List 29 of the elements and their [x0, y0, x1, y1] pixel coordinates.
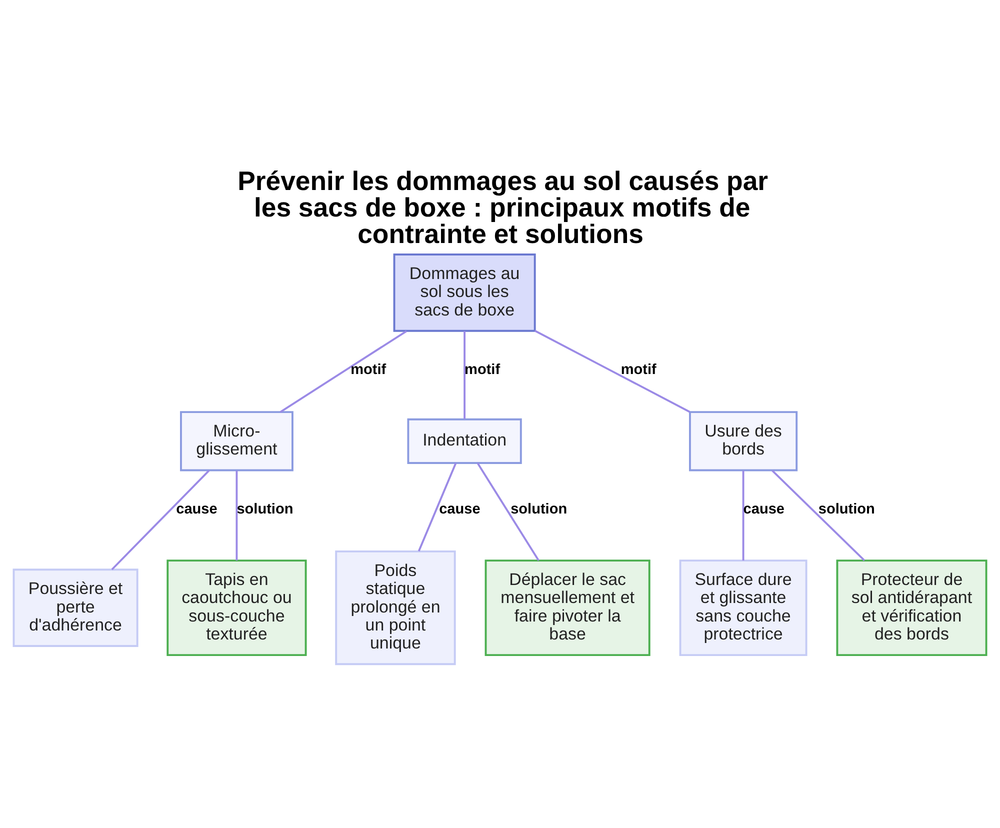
edge-label: cause — [176, 500, 218, 517]
node-box: Poids statique prolongé en un point unique — [335, 550, 456, 665]
edge-label: solution — [236, 500, 294, 517]
connector — [418, 462, 457, 551]
node-box: Micro-glissement — [180, 410, 294, 471]
edge-label: cause — [743, 500, 784, 517]
edge-label: motif — [464, 362, 500, 378]
connector — [280, 330, 407, 412]
edge-label: solution — [818, 500, 875, 517]
node-box: Surface dure et glissante sans couche protectrice — [679, 559, 808, 656]
node-box: Poussière et perte d'adhérence — [12, 568, 138, 646]
connector — [464, 330, 466, 419]
connector — [534, 329, 690, 412]
connector — [236, 470, 238, 560]
connector — [111, 469, 210, 570]
edge-label: motif — [620, 362, 656, 378]
diagram-title: Prévenir les dommages au sol causés par les sacs de boxe : principaux motifs de contrainte et solutions — [238, 165, 768, 249]
node-box: Protecteur de sol antidérapant et vérification des bords — [836, 559, 988, 656]
connector — [476, 462, 540, 561]
node-box: Dommages au sol sous les sacs de boxe — [393, 253, 536, 332]
edge-label: motif — [350, 362, 386, 378]
node-box: Usure des bords — [689, 410, 798, 471]
connector — [742, 470, 744, 560]
edge-label: solution — [510, 500, 568, 517]
connector — [772, 469, 866, 561]
node-box: Déplacer le sac mensuellement et faire pivoter la base — [484, 559, 650, 656]
edge-label: cause — [439, 500, 480, 517]
node-box: Tapis en caoutchouc ou sous-couche texturée — [166, 559, 307, 656]
node-box: Indentation — [407, 418, 522, 464]
